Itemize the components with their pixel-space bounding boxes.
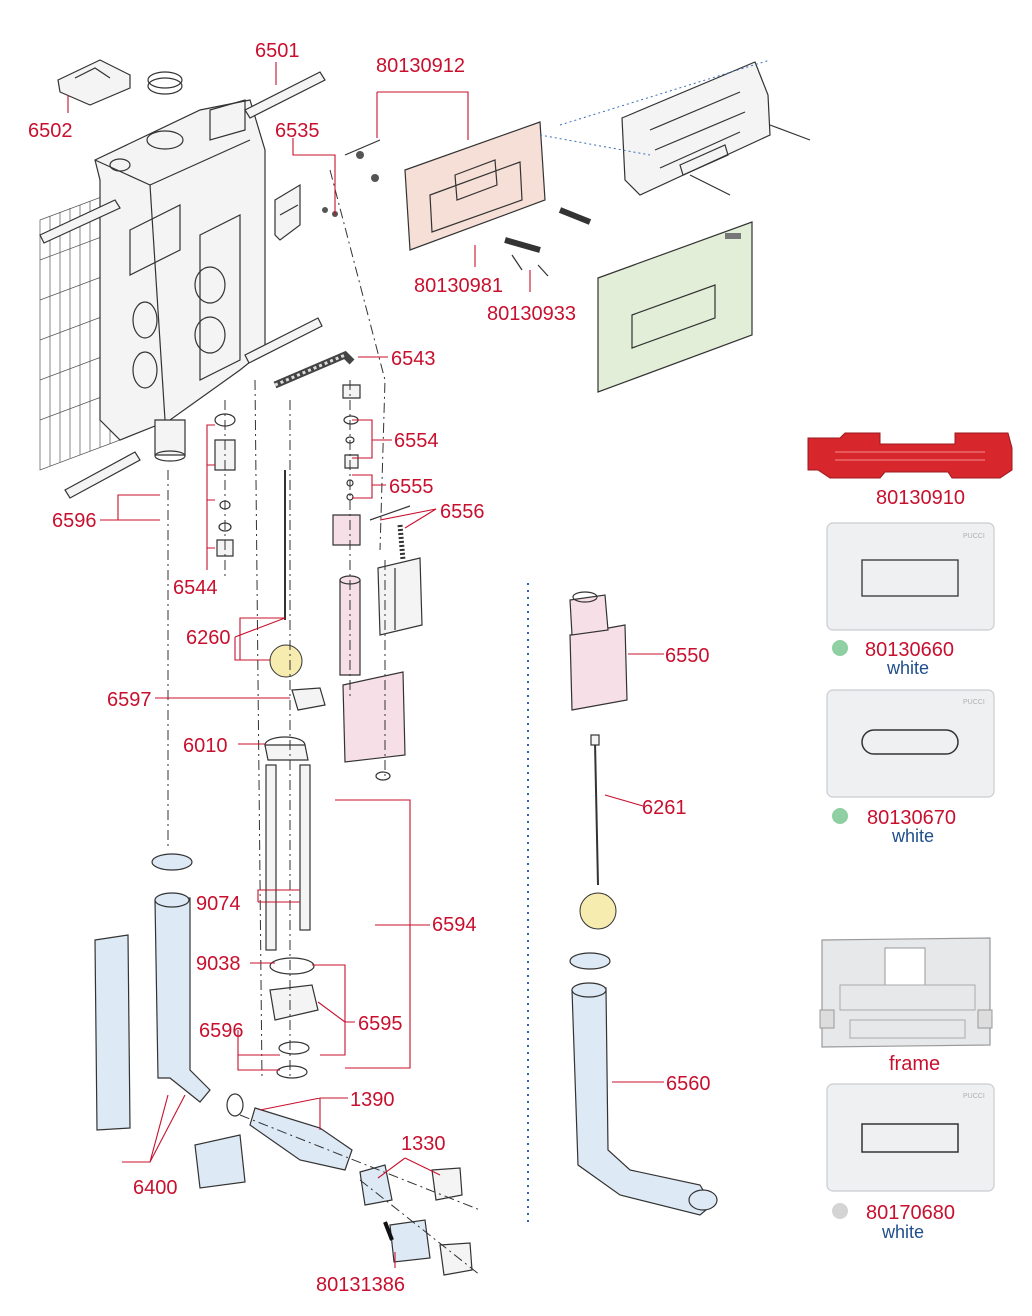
cistern-body bbox=[39, 59, 326, 499]
label-6260: 6260 bbox=[186, 627, 231, 649]
label-6544: 6544 bbox=[173, 577, 218, 599]
label-1330: 1330 bbox=[401, 1133, 446, 1155]
label-frame: frame bbox=[889, 1053, 940, 1075]
mounting-frame-80130912 bbox=[344, 121, 592, 277]
variant-80170680: white bbox=[881, 1222, 924, 1242]
grey-frame: frame bbox=[819, 937, 993, 1075]
catalog-column: 80130910 PUCCI 80130660 white PUCCI 8013… bbox=[807, 432, 1013, 1242]
back-frame bbox=[539, 59, 811, 196]
label-6560: 6560 bbox=[666, 1073, 711, 1095]
label-6596-top: 6596 bbox=[52, 510, 97, 532]
label-80130933: 80130933 bbox=[487, 303, 576, 325]
label-6554: 6554 bbox=[394, 430, 439, 452]
label-6555: 6555 bbox=[389, 476, 434, 498]
plate-80170680: PUCCI 80170680 white bbox=[826, 1083, 995, 1242]
label-80170680: 80170680 bbox=[866, 1202, 955, 1224]
plate-brand-3: PUCCI bbox=[963, 1093, 985, 1100]
label-1390: 1390 bbox=[350, 1089, 395, 1111]
label-6597: 6597 bbox=[107, 689, 152, 711]
label-6543: 6543 bbox=[391, 348, 436, 370]
variant-80130670: white bbox=[891, 826, 934, 846]
label-80130910: 80130910 bbox=[876, 487, 965, 509]
label-80130660: 80130660 bbox=[865, 639, 954, 661]
plate-80130660: PUCCI 80130660 white bbox=[826, 522, 995, 678]
label-6010: 6010 bbox=[183, 735, 228, 757]
fill-valve-assembly bbox=[214, 350, 423, 781]
label-80130981: 80130981 bbox=[414, 275, 503, 297]
label-6501: 6501 bbox=[255, 40, 300, 62]
plate-brand-2: PUCCI bbox=[963, 699, 985, 706]
label-80130912: 80130912 bbox=[376, 55, 465, 77]
label-80131386: 80131386 bbox=[316, 1274, 405, 1296]
color-dot-80130660 bbox=[832, 640, 848, 656]
variant-80130660: white bbox=[886, 658, 929, 678]
plate-brand-1: PUCCI bbox=[963, 533, 985, 540]
plate-80130670: PUCCI 80130670 white bbox=[826, 689, 995, 846]
leader-lines bbox=[67, 62, 664, 1268]
label-6595: 6595 bbox=[358, 1013, 403, 1035]
overflow-frame bbox=[264, 736, 319, 1079]
label-6400: 6400 bbox=[133, 1177, 178, 1199]
bracket-6535 bbox=[274, 183, 338, 241]
label-6550: 6550 bbox=[665, 645, 710, 667]
red-frame-80130910: 80130910 bbox=[807, 432, 1013, 509]
color-dot-80130670 bbox=[832, 808, 848, 824]
label-6556: 6556 bbox=[440, 501, 485, 523]
label-6261: 6261 bbox=[642, 797, 687, 819]
part-labels: 6501 6502 6535 80130912 80130981 8013093… bbox=[28, 40, 711, 1296]
label-80130670: 80130670 bbox=[867, 807, 956, 829]
color-dot-80170680 bbox=[832, 1203, 848, 1219]
outlet-pipe bbox=[94, 853, 473, 1276]
red-frame-shape bbox=[807, 432, 1013, 479]
label-6502: 6502 bbox=[28, 120, 73, 142]
label-9038: 9038 bbox=[196, 953, 241, 975]
label-6535: 6535 bbox=[275, 120, 320, 142]
label-6596-bottom: 6596 bbox=[199, 1020, 244, 1042]
flush-plate-green bbox=[597, 221, 753, 393]
variant-assembly bbox=[569, 591, 718, 1216]
label-6594: 6594 bbox=[432, 914, 477, 936]
label-9074: 9074 bbox=[196, 893, 241, 915]
